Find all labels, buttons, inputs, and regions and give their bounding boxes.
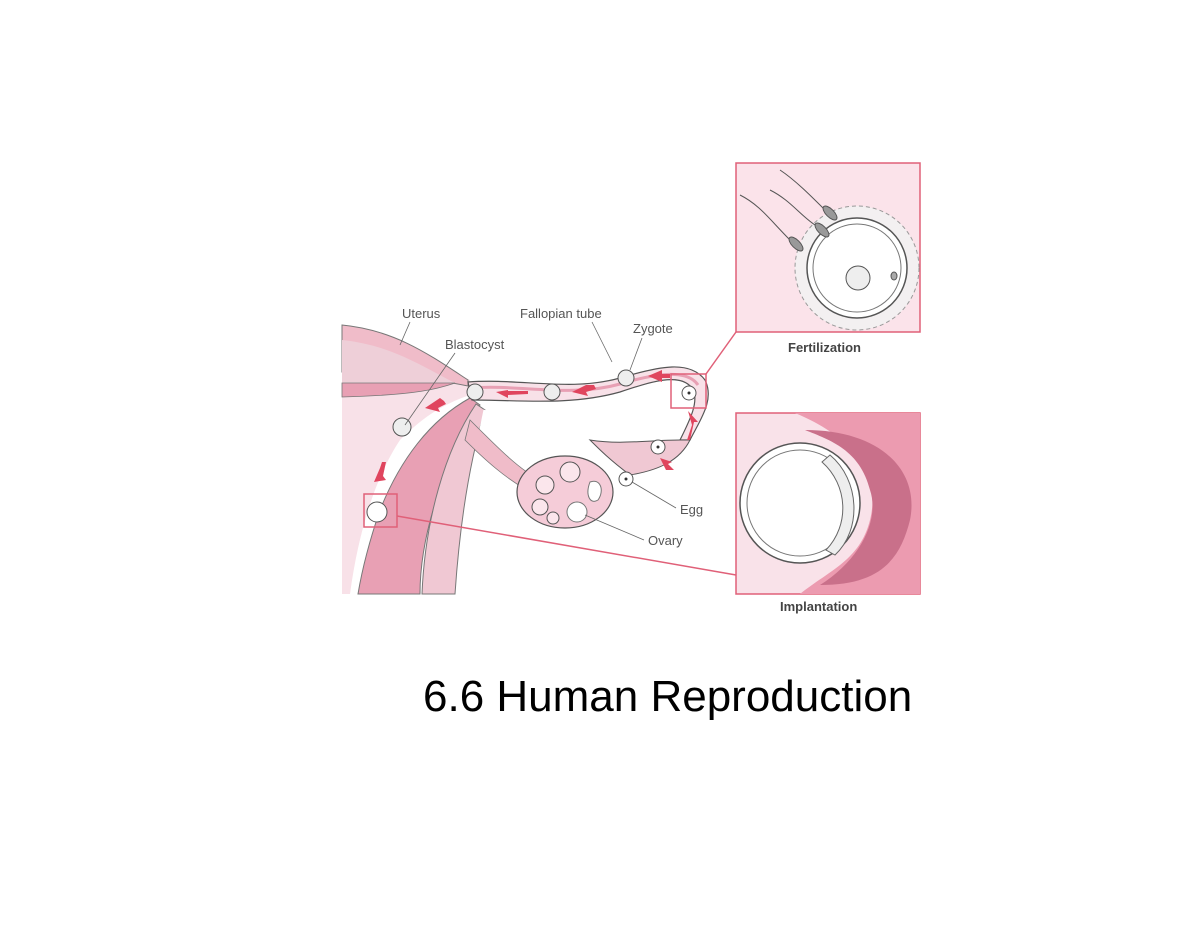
- label-egg: Egg: [680, 502, 703, 517]
- diagram-labels: Uterus Blastocyst Fallopian tube Zygote …: [399, 306, 703, 548]
- cells: [366, 369, 697, 523]
- direction-arrows: [374, 370, 698, 482]
- implantation-inset: Implantation: [735, 412, 921, 614]
- label-uterus: Uterus: [402, 306, 441, 321]
- ovary-illustration: [516, 455, 614, 529]
- inset-connectors: [363, 331, 737, 576]
- fertilization-inset: Fertilization: [735, 162, 921, 355]
- uterus-illustration: [341, 324, 487, 595]
- label-ovary: Ovary: [648, 533, 683, 548]
- label-fallopian-tube: Fallopian tube: [520, 306, 602, 321]
- caption-fertilization: Fertilization: [788, 340, 861, 355]
- label-blastocyst: Blastocyst: [445, 337, 505, 352]
- label-zygote: Zygote: [633, 321, 673, 336]
- slide-title: 6.6 Human Reproduction: [423, 672, 913, 721]
- caption-implantation: Implantation: [780, 599, 857, 614]
